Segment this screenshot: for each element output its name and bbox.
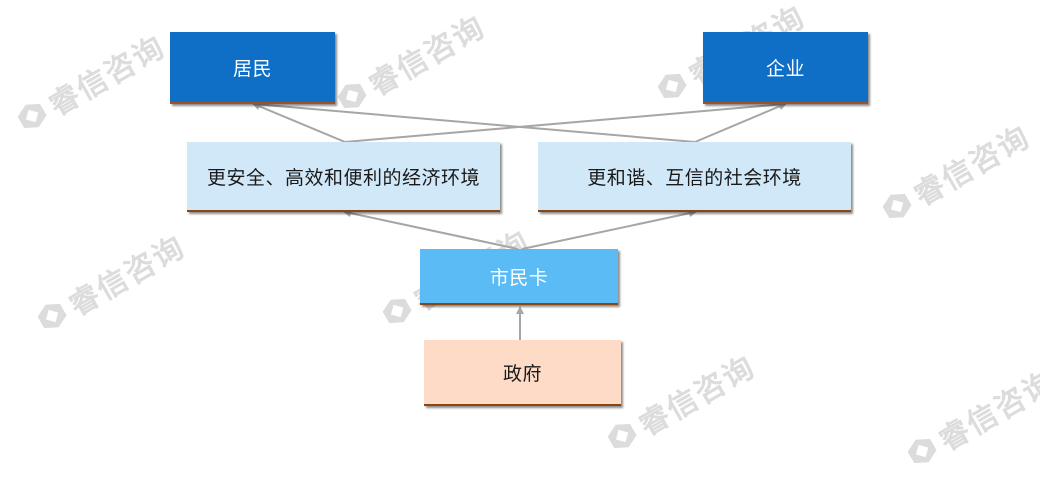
arrow-social-to-resident — [252, 100, 696, 143]
node-economic-environment: 更安全、高效和便利的经济环境 — [187, 142, 500, 212]
arrow-card-to-economic — [343, 209, 519, 250]
connector-arrows — [252, 100, 787, 340]
node-resident-label: 居民 — [232, 57, 272, 80]
arrow-economic-to-enterprise — [344, 100, 787, 143]
node-economic-environment-label: 更安全、高效和便利的经济环境 — [206, 166, 480, 189]
arrow-social-to-enterprise — [694, 102, 787, 143]
arrow-economic-to-resident — [252, 102, 346, 143]
arrow-card-to-social — [521, 209, 697, 250]
node-government-label: 政府 — [502, 362, 542, 385]
node-resident: 居民 — [170, 32, 335, 104]
node-social-environment-label: 更和谐、互信的社会环境 — [587, 166, 802, 189]
node-social-environment: 更和谐、互信的社会环境 — [538, 142, 851, 212]
node-enterprise: 企业 — [703, 32, 868, 104]
node-citizen-card: 市民卡 — [420, 249, 618, 305]
node-citizen-card-label: 市民卡 — [489, 266, 549, 289]
node-enterprise-label: 企业 — [765, 57, 805, 80]
watermark-logo-icon — [904, 433, 940, 469]
node-government: 政府 — [424, 340, 621, 406]
